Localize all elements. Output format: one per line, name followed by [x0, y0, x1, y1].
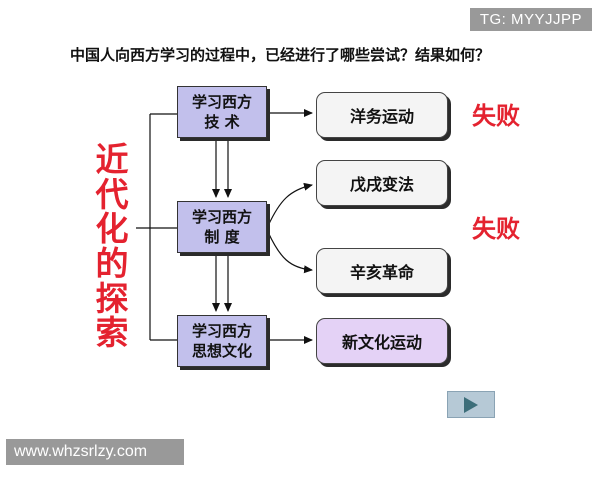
- box-wuxu-reform: 戊戌变法: [316, 160, 448, 206]
- title-char: 代: [95, 174, 129, 214]
- curve-arrow-to-wuxu: [267, 182, 313, 227]
- title-char: 近: [95, 140, 129, 179]
- box-line: 学习西方: [191, 92, 252, 111]
- title-char: 化: [95, 209, 129, 249]
- box-line: 思想文化: [191, 342, 252, 360]
- site-watermark: www.whzsrlzy.com: [6, 439, 184, 465]
- box-line: 学习西方: [191, 321, 252, 340]
- tg-badge: TG: MYYJJPP: [469, 8, 592, 31]
- box-line: 制 度: [204, 228, 240, 246]
- title-char: 探: [95, 278, 129, 318]
- play-triangle-icon: [464, 396, 478, 413]
- curve-arrow-to-xinhai: [267, 231, 313, 274]
- result-failure-system: 失败: [472, 214, 520, 243]
- result-failure-yangwu: 失败: [472, 101, 520, 130]
- box-yangwu-movement: 洋务运动: [316, 92, 448, 138]
- box-learn-system: 学习西方 制 度: [177, 201, 267, 253]
- box-xinhai-revolution: 辛亥革命: [316, 248, 448, 294]
- next-slide-button[interactable]: [447, 391, 495, 418]
- box-line: 技 术: [204, 113, 240, 131]
- box-line: 学习西方: [191, 207, 252, 226]
- vertical-title: 近 代 化 的 探 索: [92, 140, 132, 353]
- title-char: 索: [95, 313, 129, 353]
- title-char: 的: [95, 243, 129, 283]
- box-learn-culture: 学习西方 思想文化: [177, 315, 267, 367]
- box-learn-technology: 学习西方 技 术: [177, 86, 267, 138]
- box-new-culture-movement: 新文化运动: [316, 318, 448, 364]
- question-heading: 中国人向西方学习的过程中，已经进行了哪些尝试？结果如何？: [70, 46, 491, 64]
